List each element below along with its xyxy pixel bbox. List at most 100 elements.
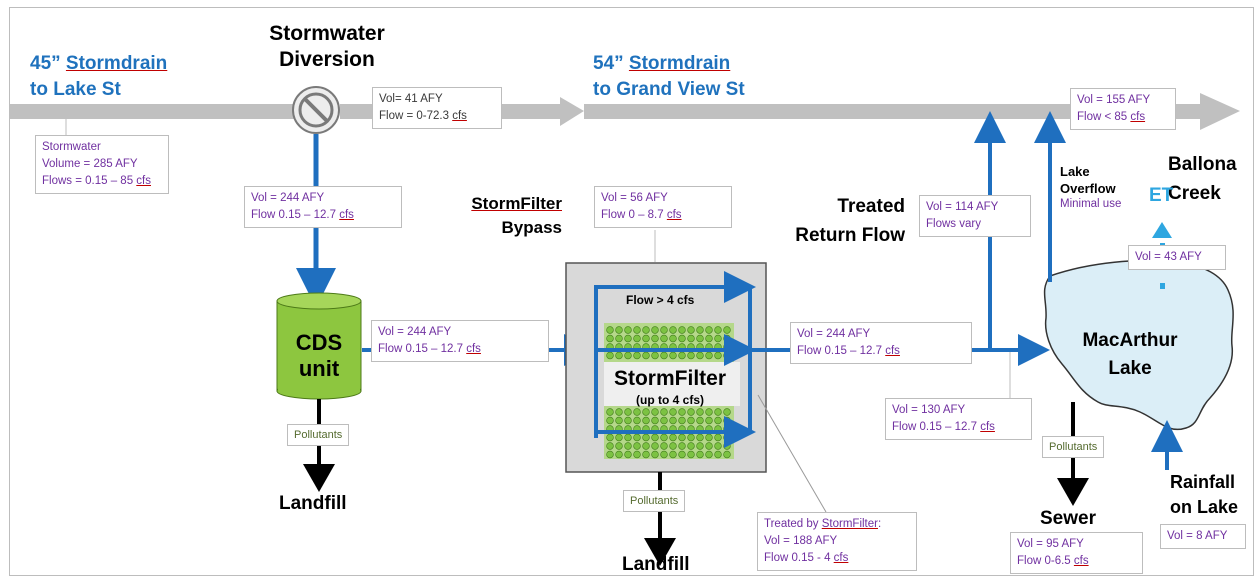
filter-cartridge bbox=[651, 334, 659, 343]
filter-cartridge bbox=[687, 334, 695, 343]
stormfilter-label-bg bbox=[604, 362, 740, 406]
filter-cartridge bbox=[651, 450, 659, 459]
filter-cartridge bbox=[723, 442, 731, 450]
stormfilter-bypass-title: StormFilter Bypass bbox=[471, 194, 562, 237]
filter-cartridge bbox=[624, 450, 632, 459]
treated-leader bbox=[757, 394, 827, 513]
filter-cartridge bbox=[615, 442, 623, 450]
filter-cartridge bbox=[633, 326, 641, 334]
et-label: ET bbox=[1149, 185, 1174, 206]
to-lake-st-title: to Lake St bbox=[30, 79, 121, 100]
filter-cartridge bbox=[606, 450, 614, 459]
filter-cartridge bbox=[678, 433, 686, 442]
landfill-right-title: Landfill bbox=[622, 554, 690, 575]
pollutants-cds: Pollutants bbox=[287, 424, 350, 446]
filter-cartridge bbox=[723, 433, 731, 442]
filter-cartridge bbox=[696, 450, 704, 459]
treated-return-title: Treated Return Flow bbox=[795, 196, 905, 246]
diagram-frame bbox=[9, 7, 1254, 576]
filter-cartridge bbox=[696, 326, 704, 334]
filter-cartridge bbox=[615, 351, 623, 360]
filter-cartridge bbox=[615, 433, 623, 442]
stormwater-box: Stormwater Volume = 285 AFY Flows = 0.15… bbox=[35, 135, 169, 194]
filter-cartridge bbox=[606, 433, 614, 442]
filter-cartridge bbox=[624, 334, 632, 343]
filter-cartridge bbox=[624, 351, 632, 360]
bypass-box: Vol = 56 AFY Flow 0 – 8.7 cfs bbox=[594, 186, 732, 228]
filter-cartridge bbox=[723, 351, 731, 360]
diversion-title: Stormwater Diversion bbox=[269, 22, 385, 71]
filter-cartridge bbox=[714, 334, 722, 343]
filter-cartridge bbox=[660, 334, 668, 343]
filter-cartridge bbox=[651, 416, 659, 425]
filter-cartridge bbox=[660, 351, 668, 360]
bypass-flow-path bbox=[594, 271, 756, 438]
filter-cartridge bbox=[696, 433, 704, 442]
filter-cartridge bbox=[606, 408, 614, 416]
cds-unit-title: CDS unit bbox=[295, 330, 343, 381]
filter-cartridge bbox=[615, 334, 623, 343]
pollutants-filter: Pollutants bbox=[623, 490, 686, 512]
filter-cartridge bbox=[696, 334, 704, 343]
filter-cartridge bbox=[678, 351, 686, 360]
to-cds-box: Vol = 244 AFY Flow 0.15 – 12.7 cfs bbox=[244, 186, 402, 228]
diversion-out-box: Vol= 41 AFY Flow = 0-72.3 cfs bbox=[372, 87, 502, 129]
to-grand-view-title: to Grand View St bbox=[593, 79, 745, 100]
filter-cartridge bbox=[669, 442, 677, 450]
filter-cartridge bbox=[642, 351, 650, 360]
filter-cartridge bbox=[714, 351, 722, 360]
lake-overflow-title: Lake Overflow bbox=[1060, 164, 1116, 196]
filter-cartridge bbox=[642, 416, 650, 425]
filter-cartridge bbox=[633, 450, 641, 459]
minimal-use-note: Minimal use bbox=[1060, 198, 1122, 210]
filter-cartridge bbox=[669, 450, 677, 459]
filter-cartridge bbox=[642, 326, 650, 334]
filter-cartridge bbox=[678, 450, 686, 459]
filter-cartridge bbox=[678, 326, 686, 334]
treated-by-filter-box: Treated by StormFilter: Vol = 188 AFY Fl… bbox=[757, 512, 917, 571]
filter-cartridge bbox=[606, 334, 614, 343]
filter-cartridge bbox=[696, 442, 704, 450]
filter-cartridge bbox=[669, 416, 677, 425]
filter-cartridge bbox=[705, 442, 713, 450]
filter-cartridge bbox=[714, 408, 722, 416]
stormdrain-54-title: 54” Stormdrain bbox=[593, 53, 731, 74]
filter-cartridge bbox=[678, 416, 686, 425]
filter-cartridge bbox=[660, 326, 668, 334]
filter-cartridge bbox=[669, 334, 677, 343]
filter-cartridge bbox=[705, 416, 713, 425]
filter-cartridge bbox=[669, 433, 677, 442]
filter-cartridge bbox=[633, 408, 641, 416]
filter-cartridge bbox=[696, 408, 704, 416]
filter-cartridge bbox=[687, 450, 695, 459]
filter-cartridge bbox=[714, 442, 722, 450]
et-volume-box: Vol = 43 AFY bbox=[1128, 245, 1226, 270]
filter-cartridge bbox=[714, 326, 722, 334]
filter-cartridge bbox=[633, 334, 641, 343]
sewer-title: Sewer bbox=[1040, 508, 1096, 529]
filter-cartridge bbox=[660, 450, 668, 459]
filter-cartridge bbox=[687, 351, 695, 360]
filter-cartridge bbox=[651, 442, 659, 450]
filter-cartridge bbox=[606, 351, 614, 360]
filter-cartridge bbox=[723, 326, 731, 334]
filter-cartridge bbox=[633, 433, 641, 442]
macarthur-lake-title: MacArthur Lake bbox=[1082, 330, 1178, 379]
filter-cartridge bbox=[606, 326, 614, 334]
filter-cartridge bbox=[696, 416, 704, 425]
filter-cartridge bbox=[678, 442, 686, 450]
filter-cartridge bbox=[642, 450, 650, 459]
filter-cartridge bbox=[633, 351, 641, 360]
cds-out-box: Vol = 244 AFY Flow 0.15 – 12.7 cfs bbox=[371, 320, 549, 362]
filter-cartridge bbox=[642, 334, 650, 343]
rainfall-title: Rainfall on Lake bbox=[1170, 472, 1239, 517]
filter-cartridge bbox=[624, 408, 632, 416]
filter-cartridge bbox=[660, 408, 668, 416]
filter-cartridge bbox=[624, 416, 632, 425]
filter-cartridge bbox=[723, 416, 731, 425]
filter-cartridge bbox=[615, 416, 623, 425]
filter-cartridge bbox=[705, 408, 713, 416]
filter-cartridge bbox=[633, 416, 641, 425]
filter-cartridge bbox=[723, 450, 731, 459]
